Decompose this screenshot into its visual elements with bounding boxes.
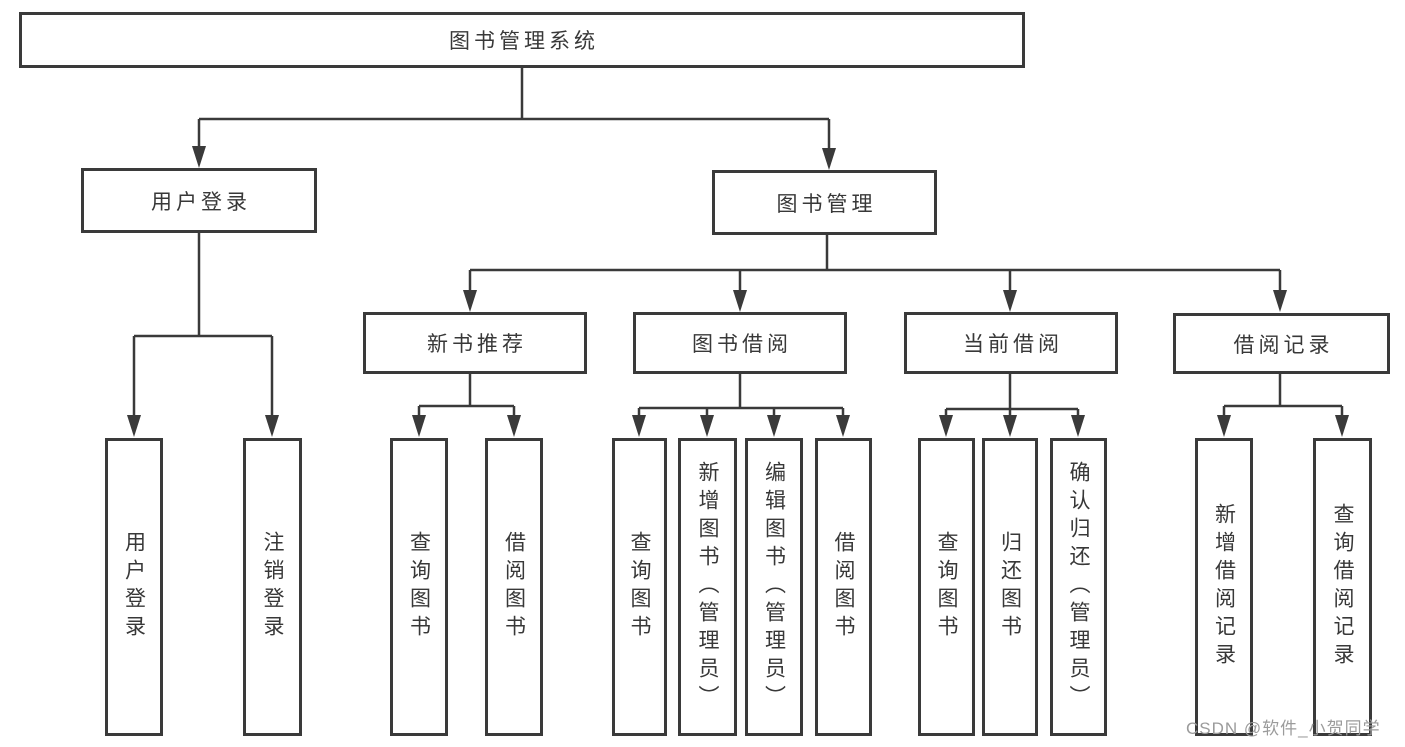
arrowhead [767, 415, 781, 437]
leaf-label: 新增图书（管理员） [696, 461, 719, 713]
leaf-edit-books-admin: 编辑图书（管理员） [745, 438, 803, 736]
edge-current-split [944, 374, 1080, 420]
arrowheads [127, 146, 1349, 437]
node-label: 当前借阅 [963, 333, 1063, 356]
arrowhead [632, 415, 646, 437]
arrowhead [412, 415, 426, 437]
leaf-label: 确认归还（管理员） [1067, 461, 1090, 713]
arrowhead [1003, 290, 1017, 312]
arrowhead [265, 415, 279, 437]
node-book-borrow: 图书借阅 [633, 312, 847, 374]
leaf-label: 查询图书 [628, 531, 651, 643]
arrowhead [700, 415, 714, 437]
arrowhead [1273, 290, 1287, 312]
leaf-label: 编辑图书（管理员） [762, 461, 786, 713]
leaf-add-books-admin: 新增图书（管理员） [678, 438, 737, 736]
leaf-label: 新增借阅记录 [1212, 503, 1236, 671]
node-label: 借阅记录 [1233, 333, 1334, 357]
leaf-borrow-books-recommend: 借阅图书 [485, 438, 543, 736]
arrowhead [127, 415, 141, 437]
leaf-add-borrow-record: 新增借阅记录 [1195, 438, 1253, 736]
leaf-query-borrow-record: 查询借阅记录 [1313, 438, 1372, 736]
leaf-confirm-return-admin: 确认归还（管理员） [1050, 438, 1107, 736]
leaf-label: 借阅图书 [832, 531, 855, 643]
leaf-query-books-recommend: 查询图书 [390, 438, 448, 736]
node-book-management: 图书管理 [712, 170, 937, 235]
csdn-watermark: CSDN @软件_小贺同学 [1186, 719, 1381, 738]
arrowhead [939, 415, 953, 437]
edge-root-split [197, 68, 831, 152]
arrowhead [192, 146, 206, 168]
node-label: 图书借阅 [692, 333, 792, 356]
node-label: 新书推荐 [427, 333, 527, 356]
arrowhead [836, 415, 850, 437]
node-root-label: 图书管理系统 [449, 30, 599, 53]
leaf-return-books: 归还图书 [982, 438, 1038, 736]
leaf-borrow-books: 借阅图书 [815, 438, 872, 736]
node-user-login: 用户登录 [81, 168, 317, 233]
leaf-label: 查询图书 [407, 531, 431, 643]
edge-userlogin-split [132, 233, 274, 420]
node-label: 用户登录 [151, 190, 251, 214]
leaf-logout: 注销登录 [243, 438, 302, 736]
leaf-query-books-current: 查询图书 [918, 438, 975, 736]
arrowhead [1071, 415, 1085, 437]
arrowhead [1335, 415, 1349, 437]
edge-record-split [1222, 373, 1344, 420]
arrowhead [1217, 415, 1231, 437]
leaf-query-books-borrow: 查询图书 [612, 438, 667, 736]
leaf-label: 查询图书 [935, 531, 958, 643]
edge-borrow-split [637, 374, 845, 420]
node-new-book-recommend: 新书推荐 [363, 312, 587, 374]
leaf-label: 注销登录 [261, 531, 284, 643]
edge-newbook-split [417, 374, 516, 420]
arrowhead [822, 148, 836, 170]
node-root: 图书管理系统 [19, 12, 1025, 68]
leaf-label: 查询借阅记录 [1331, 503, 1354, 671]
node-label: 图书管理 [776, 192, 877, 216]
leaf-user-login: 用户登录 [105, 438, 163, 736]
leaf-label: 用户登录 [122, 531, 146, 643]
node-current-borrow: 当前借阅 [904, 312, 1118, 374]
leaf-label: 归还图书 [998, 531, 1022, 643]
edge-bookmgmt-split [468, 235, 1282, 296]
arrowhead [507, 415, 521, 437]
node-borrow-record: 借阅记录 [1173, 313, 1390, 374]
arrowhead [463, 290, 477, 312]
leaf-label: 借阅图书 [502, 531, 526, 643]
arrowhead [1003, 415, 1017, 437]
arrowhead [733, 290, 747, 312]
